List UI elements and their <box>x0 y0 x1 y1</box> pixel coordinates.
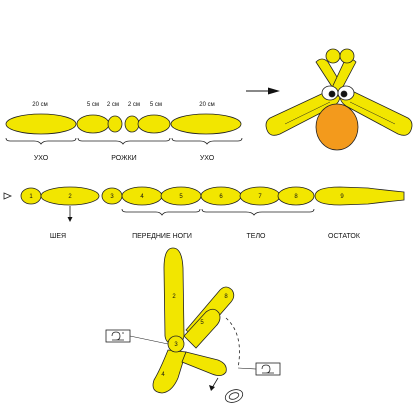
nose <box>315 103 359 151</box>
horns-bracket <box>77 137 171 145</box>
step1-head-balloon: 20 см 5 см 2 см 2 см 5 см 20 см УХО РОЖК… <box>5 102 243 162</box>
bubble-number: 4 <box>161 372 165 378</box>
bubble-number: 8 <box>294 194 298 200</box>
right-arrow-icon <box>246 87 280 95</box>
horn-tip-segment <box>124 115 140 133</box>
bubble-number: 4 <box>140 194 144 200</box>
pupil <box>340 90 348 98</box>
bubble-2 <box>40 186 100 206</box>
rotation-path <box>225 317 240 369</box>
horn-tip <box>325 48 341 64</box>
segment-length-4: 2 см <box>128 102 140 108</box>
segment-length-3: 2 см <box>107 102 119 108</box>
twist-symbol-icon <box>105 329 169 345</box>
bubble-number: 6 <box>219 194 223 200</box>
horn-segment <box>76 114 110 134</box>
ear-segment <box>5 113 77 135</box>
remainder-label: ОСТАТОК <box>328 233 361 240</box>
segment-length-2: 5 см <box>87 102 99 108</box>
bubble-number: 2 <box>68 194 72 200</box>
leg-bubble-5 <box>183 308 221 349</box>
bubble-number: 5 <box>200 320 204 326</box>
bubble-number: 9 <box>340 194 344 200</box>
twist-symbol-icon <box>237 362 281 376</box>
body-bracket <box>201 208 315 216</box>
segment-length-6: 20 см <box>199 102 214 108</box>
bubble-number: 8 <box>224 294 228 300</box>
bubble-8 <box>277 186 315 206</box>
bubble-9 <box>314 186 405 206</box>
leg-bubble <box>181 351 227 376</box>
ear-segment <box>170 113 242 135</box>
horn-segment <box>137 114 171 134</box>
ear-bracket <box>171 137 243 145</box>
twist-arrow-icon <box>209 377 219 391</box>
horn-tip-segment <box>107 115 123 133</box>
bubble-number: 7 <box>258 194 262 200</box>
step2-body-balloon: 1 2 3 4 5 6 7 8 9 ШЕЯ ПЕРЕДНИЕ НОГИ ТЕЛО… <box>3 186 405 240</box>
twist-ring-icon <box>224 389 244 403</box>
bubble-number: 1 <box>29 194 33 200</box>
ear-label: УХО <box>34 155 49 162</box>
ear-label: УХО <box>200 155 215 162</box>
bubble-number: 5 <box>179 194 183 200</box>
body-label: ТЕЛО <box>247 233 267 240</box>
knot <box>3 192 13 200</box>
step3-assembly: 2 3 4 5 8 <box>105 247 281 403</box>
down-arrow-icon <box>67 206 73 222</box>
segment-length-1: 20 см <box>32 102 47 108</box>
pupil <box>328 90 336 98</box>
neck-label: ШЕЯ <box>50 233 66 240</box>
front-legs-bracket <box>121 208 201 216</box>
ear-bracket <box>5 137 77 145</box>
horn-tip <box>339 48 355 64</box>
front-legs-label: ПЕРЕДНИЕ НОГИ <box>132 233 192 240</box>
horns-label: РОЖКИ <box>111 155 136 162</box>
finished-head-illustration <box>265 48 413 151</box>
bubble-number: 3 <box>174 342 178 348</box>
bubble-number: 2 <box>172 294 176 300</box>
segment-length-5: 5 см <box>150 102 162 108</box>
leg-bubble-4 <box>152 349 187 394</box>
bubble-number: 3 <box>110 194 114 200</box>
